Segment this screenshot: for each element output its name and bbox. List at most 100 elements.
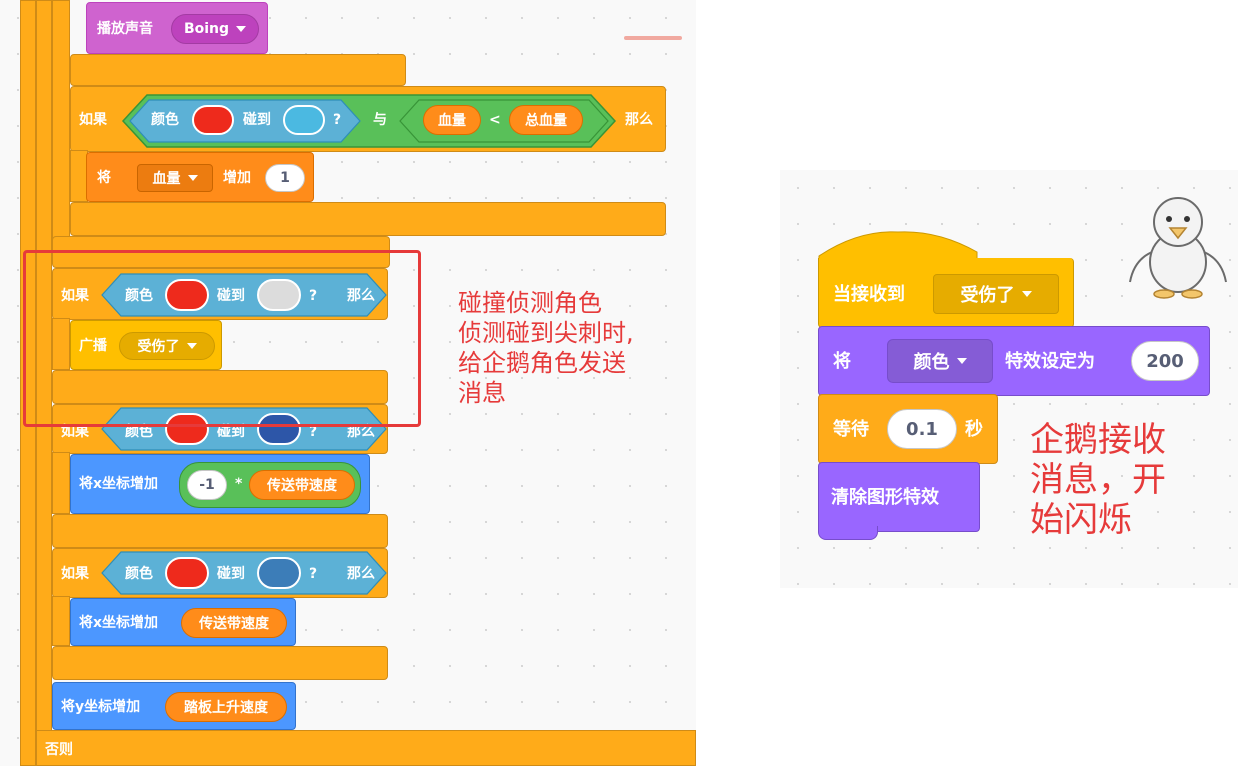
color-swatch-red[interactable] [192, 105, 234, 135]
question-mark: ? [309, 566, 318, 582]
color-swatch-red[interactable] [165, 413, 209, 445]
chevron-down-icon [1021, 291, 1032, 297]
if-block-3[interactable]: 如果 颜色 碰到 ? 那么 [52, 404, 388, 454]
set-effect-label: 特效设定为 [1005, 351, 1095, 372]
color-swatch-red[interactable] [165, 279, 209, 311]
then-keyword: 那么 [347, 566, 375, 582]
color-label: 颜色 [125, 424, 153, 440]
highlight-box [23, 250, 421, 427]
if-keyword: 如果 [79, 112, 107, 128]
touch-label: 碰到 [217, 288, 245, 304]
c-block-bottom-1 [70, 54, 406, 86]
broadcast-block[interactable]: 广播 受伤了 [70, 320, 222, 370]
effect-value-input[interactable]: 200 [1131, 341, 1199, 381]
multiply-sign: * [235, 476, 243, 492]
if-block-2[interactable]: 如果 颜色 碰到 ? 那么 [52, 268, 388, 320]
touch-label: 碰到 [243, 112, 271, 128]
chevron-down-icon [956, 358, 967, 364]
horizontal-scrollbar[interactable] [624, 36, 682, 40]
annotation-line: 给企鹅角色发送 [458, 349, 626, 377]
wait-label: 等待 [833, 419, 869, 440]
change-y-block[interactable]: 将y坐标增加 踏板上升速度 [52, 682, 296, 730]
platform-speed-reporter[interactable]: 踏板上升速度 [165, 692, 287, 722]
hp-variable-reporter[interactable]: 血量 [423, 105, 481, 135]
else-block[interactable]: 否则 [36, 730, 696, 766]
conveyor-speed-reporter[interactable]: 传送带速度 [181, 608, 287, 638]
color-swatch-navy[interactable] [257, 413, 301, 445]
chevron-down-icon [187, 175, 198, 181]
if-keyword: 如果 [61, 566, 89, 582]
broadcast-label: 广播 [79, 338, 107, 354]
broadcast-message-dropdown[interactable]: 受伤了 [119, 332, 215, 360]
change-y-label: 将y坐标增加 [61, 699, 141, 715]
then-keyword: 那么 [625, 112, 653, 128]
if1-bottom [70, 202, 666, 236]
change-x-label: 将x坐标增加 [79, 615, 159, 631]
when-receive-label: 当接收到 [833, 284, 905, 305]
change-label: 增加 [223, 170, 251, 186]
play-sound-label: 播放声音 [97, 21, 153, 37]
annotation-line: 始闪烁 [1030, 500, 1132, 540]
left-script-area: 播放声音 Boing 如果 颜色 碰到 ? 与 血量 < 总血量 那么 [0, 0, 696, 766]
annotation-line: 碰撞侦测角色 [458, 289, 602, 317]
set-effect-block[interactable]: 将 颜色 特效设定为 200 [818, 326, 1210, 396]
color-label: 颜色 [125, 566, 153, 582]
set-keyword: 将 [833, 351, 851, 372]
set-keyword: 将 [97, 170, 111, 186]
change-value-input[interactable]: 1 [265, 164, 305, 192]
if3-arm [52, 452, 70, 514]
total-hp-reporter[interactable]: 总血量 [509, 105, 583, 135]
color-label: 颜色 [125, 288, 153, 304]
annotation-line: 侦测碰到尖刺时, [458, 319, 634, 347]
play-sound-block[interactable]: 播放声音 Boing [86, 2, 268, 54]
if-keyword: 如果 [61, 288, 89, 304]
if2-arm [52, 318, 70, 370]
right-script-area: 当接收到 受伤了 将 颜色 特效设定为 200 等待 0.1 秒 清除图形特效 … [780, 170, 1238, 588]
change-x-block-1[interactable]: 将x坐标增加 -1 * 传送带速度 [70, 454, 370, 514]
if4-arm [52, 596, 70, 646]
sound-dropdown[interactable]: Boing [171, 14, 259, 44]
effect-dropdown[interactable]: 颜色 [887, 339, 993, 383]
color-swatch-steel[interactable] [257, 557, 301, 589]
wait-seconds-input[interactable]: 0.1 [887, 409, 957, 449]
chevron-down-icon [236, 26, 247, 32]
touch-label: 碰到 [217, 566, 245, 582]
clear-effects-notch [818, 526, 878, 540]
penguin-sprite-icon [1129, 197, 1227, 299]
touch-label: 碰到 [217, 424, 245, 440]
inner-if-arm[interactable] [52, 0, 70, 245]
less-than-sign: < [489, 112, 501, 128]
then-keyword: 那么 [347, 288, 375, 304]
else-keyword: 否则 [45, 742, 73, 758]
then-keyword: 那么 [347, 424, 375, 440]
color-swatch-cyan[interactable] [283, 105, 325, 135]
color-label: 颜色 [151, 112, 179, 128]
if-block-4[interactable]: 如果 颜色 碰到 ? 那么 [52, 548, 388, 598]
seconds-unit: 秒 [965, 419, 983, 440]
when-receive-hat-block[interactable]: 当接收到 受伤了 [818, 258, 1074, 328]
annotation-right: 企鹅接收 消息，开 始闪烁 [1030, 420, 1166, 540]
question-mark: ? [309, 288, 318, 304]
if-block-1[interactable]: 如果 颜色 碰到 ? 与 血量 < 总血量 那么 [70, 86, 666, 152]
chevron-down-icon [186, 343, 197, 349]
annotation-line: 企鹅接收 [1030, 420, 1166, 460]
receive-message-dropdown[interactable]: 受伤了 [933, 274, 1059, 314]
wait-block[interactable]: 等待 0.1 秒 [818, 394, 998, 464]
variable-dropdown[interactable]: 血量 [137, 164, 213, 192]
conveyor-speed-reporter[interactable]: 传送带速度 [249, 470, 355, 500]
change-x-block-2[interactable]: 将x坐标增加 传送带速度 [70, 598, 296, 646]
change-hp-block[interactable]: 将 血量 增加 1 [86, 152, 314, 202]
question-mark: ? [309, 424, 318, 440]
and-label: 与 [373, 112, 387, 128]
clear-effects-label: 清除图形特效 [831, 487, 939, 508]
if4-bottom [52, 646, 388, 680]
if2-bottom [52, 370, 388, 404]
if-keyword: 如果 [61, 424, 89, 440]
if3-bottom [52, 514, 388, 548]
color-swatch-gray[interactable] [257, 279, 301, 311]
question-mark: ? [333, 112, 342, 128]
color-swatch-red[interactable] [165, 557, 209, 589]
multiplier-input[interactable]: -1 [187, 470, 227, 500]
clear-effects-block[interactable]: 清除图形特效 [818, 462, 980, 532]
change-x-label: 将x坐标增加 [79, 476, 159, 492]
